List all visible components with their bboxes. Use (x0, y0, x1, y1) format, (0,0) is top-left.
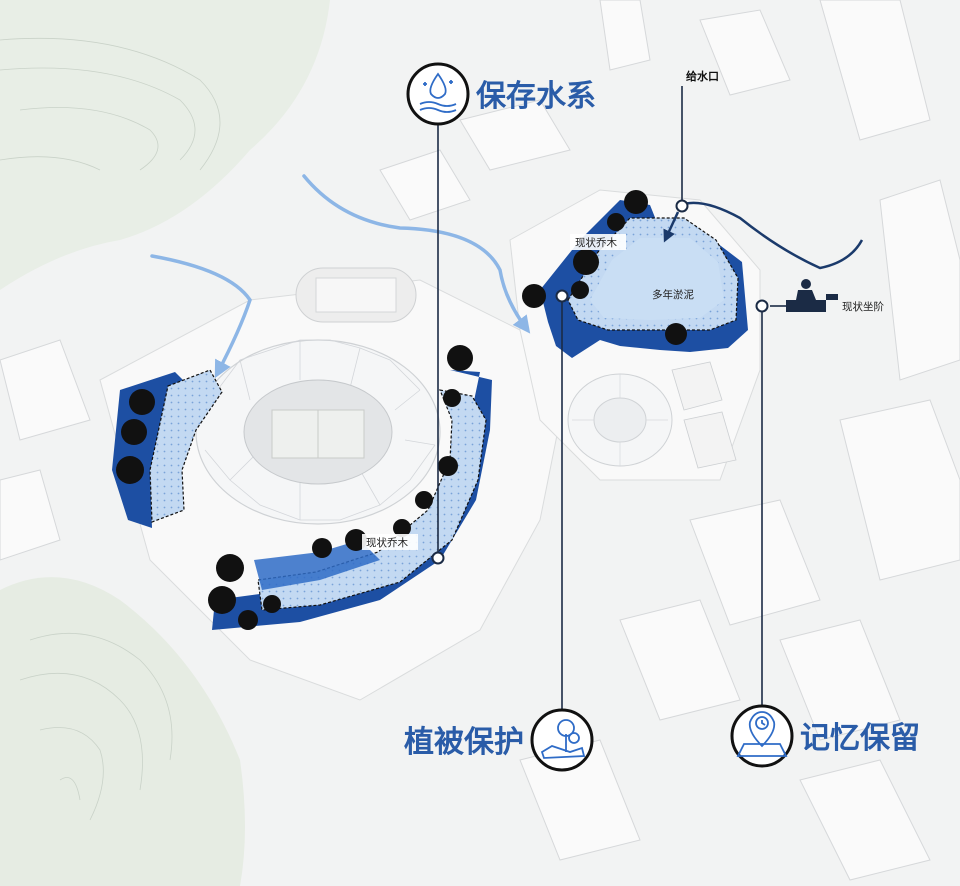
label-existing-steps: 现状坐阶 (842, 300, 884, 313)
main-stadium (195, 339, 441, 525)
callout-vegetation-title: 植被保护 (404, 725, 524, 760)
hand-tree-icon (540, 719, 586, 759)
callout-vegetation: 植被保护 (404, 708, 594, 772)
callout-memory-title: 记忆保留 (800, 721, 920, 756)
south-water-channel (212, 370, 492, 630)
site-labels: 给水口 现状乔木 多年淤泥 现状乔木 现状坐阶 (362, 69, 884, 550)
terrain-background (0, 0, 330, 886)
callout-water-title: 保存水系 (476, 79, 596, 114)
running-track (295, 267, 417, 323)
small-stadium (567, 373, 673, 467)
label-silt: 多年淤泥 (652, 288, 694, 301)
callout-memory: 记忆保留 (730, 704, 920, 768)
leader-nodes (431, 199, 769, 565)
label-water-inlet: 给水口 (686, 69, 719, 83)
label-existing-trees-south: 现状乔木 (366, 536, 408, 549)
label-existing-trees-north: 现状乔木 (575, 236, 617, 249)
grandstands (671, 361, 737, 469)
callout-water: 保存水系 (406, 62, 596, 126)
inlet-pipe (677, 201, 864, 270)
water-drop-waves-icon (419, 72, 457, 113)
water-flow-arrows (150, 174, 531, 379)
leader-lines (437, 86, 786, 712)
map-pin-clock-icon (736, 711, 788, 757)
sitting-person-steps-icon (786, 279, 838, 312)
existing-trees (116, 190, 687, 630)
inlet-arrow (663, 211, 680, 243)
